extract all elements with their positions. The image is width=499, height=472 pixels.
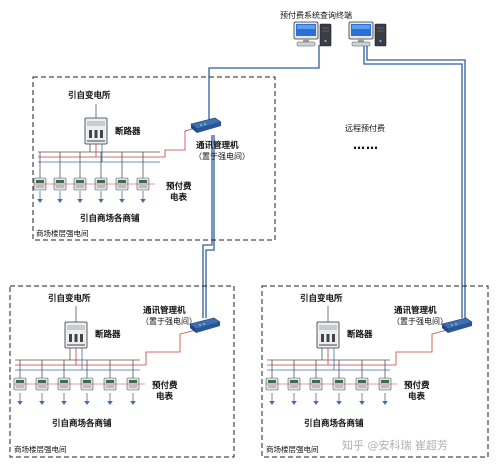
down-arrow-icon <box>118 190 126 204</box>
breaker-label: 断路器 <box>95 329 121 340</box>
down-arrow-icon <box>312 392 320 406</box>
manager-label: 通讯管理机 <box>394 305 437 316</box>
down-arrow-icon <box>60 392 68 406</box>
down-arrow-icon <box>97 190 105 204</box>
bus-lines <box>202 45 466 318</box>
source-label: 引自变电所 <box>300 293 343 304</box>
down-arrow-icon <box>38 392 46 406</box>
meter-label: 预付费 <box>166 181 192 192</box>
meter-label: 预付费 <box>152 380 178 391</box>
zone-bottom-left: 引自变电所 断路器 通讯管理机 （置于强电间） <box>9 285 235 458</box>
meter-label: 预付费 <box>404 380 430 391</box>
manager-sub-label: （置于强电间） <box>141 316 197 326</box>
meter-label-2: 电表 <box>408 391 426 402</box>
meter-label-2: 电表 <box>170 192 188 203</box>
shops-label: 引自商场各商铺 <box>80 213 140 224</box>
down-arrow-icon <box>139 190 147 204</box>
circuit-breaker-icon <box>84 117 108 145</box>
down-arrow-icon <box>381 392 389 406</box>
desktop-computer-icon <box>293 21 332 47</box>
watermark: 知乎 @安科瑞 崔超芳 <box>342 438 448 452</box>
zone-frame-label: 商场楼层强电间 <box>36 228 89 238</box>
zone-frame-label: 商场楼层强电间 <box>266 444 319 454</box>
zone-frame-label: 商场楼层强电间 <box>14 444 67 454</box>
manager-sub-label: （置于强电间） <box>392 316 448 326</box>
down-arrow-icon <box>106 392 114 406</box>
down-arrow-icon <box>268 392 276 406</box>
manager-label: 通讯管理机 <box>143 305 186 316</box>
manager-sub-label: （置于强电间） <box>194 151 250 161</box>
down-arrow-icon <box>335 392 343 406</box>
breaker-label: 断路器 <box>115 126 141 137</box>
down-arrow-icon <box>76 190 84 204</box>
desktop-computer-icon <box>348 21 387 47</box>
remote-prepaid-label: 远程预付费 <box>345 123 385 133</box>
manager-label: 通讯管理机 <box>196 140 239 151</box>
zone-top: 引自变电所 断路器 预 <box>32 76 276 241</box>
ellipsis: …… <box>353 138 379 152</box>
zone-frame <box>261 285 489 458</box>
communication-manager-icon <box>190 117 222 134</box>
zone-bottom-right: 引自变电所 断路器 通讯管理机 （置于强电间） <box>261 285 489 458</box>
down-arrow-icon <box>290 392 298 406</box>
down-arrow-icon <box>36 190 44 204</box>
down-arrow-icon <box>16 392 24 406</box>
down-arrow-icon <box>129 392 137 406</box>
down-arrow-icon <box>83 392 91 406</box>
zone-frame <box>32 76 276 241</box>
down-arrow-icon <box>358 392 366 406</box>
shops-label: 引自商场各商铺 <box>52 418 112 429</box>
zone-frame <box>9 285 235 458</box>
breaker-label: 断路器 <box>347 329 373 340</box>
shops-label: 引自商场各商铺 <box>304 418 364 429</box>
down-arrow-icon <box>56 190 64 204</box>
circuit-breaker-icon <box>64 321 88 349</box>
circuit-breaker-icon <box>316 321 340 349</box>
source-label: 引自变电所 <box>68 90 111 101</box>
terminal-title: 预付费系统查询终端 <box>280 10 352 20</box>
source-label: 引自变电所 <box>48 293 91 304</box>
meter-label-2: 电表 <box>156 391 174 402</box>
